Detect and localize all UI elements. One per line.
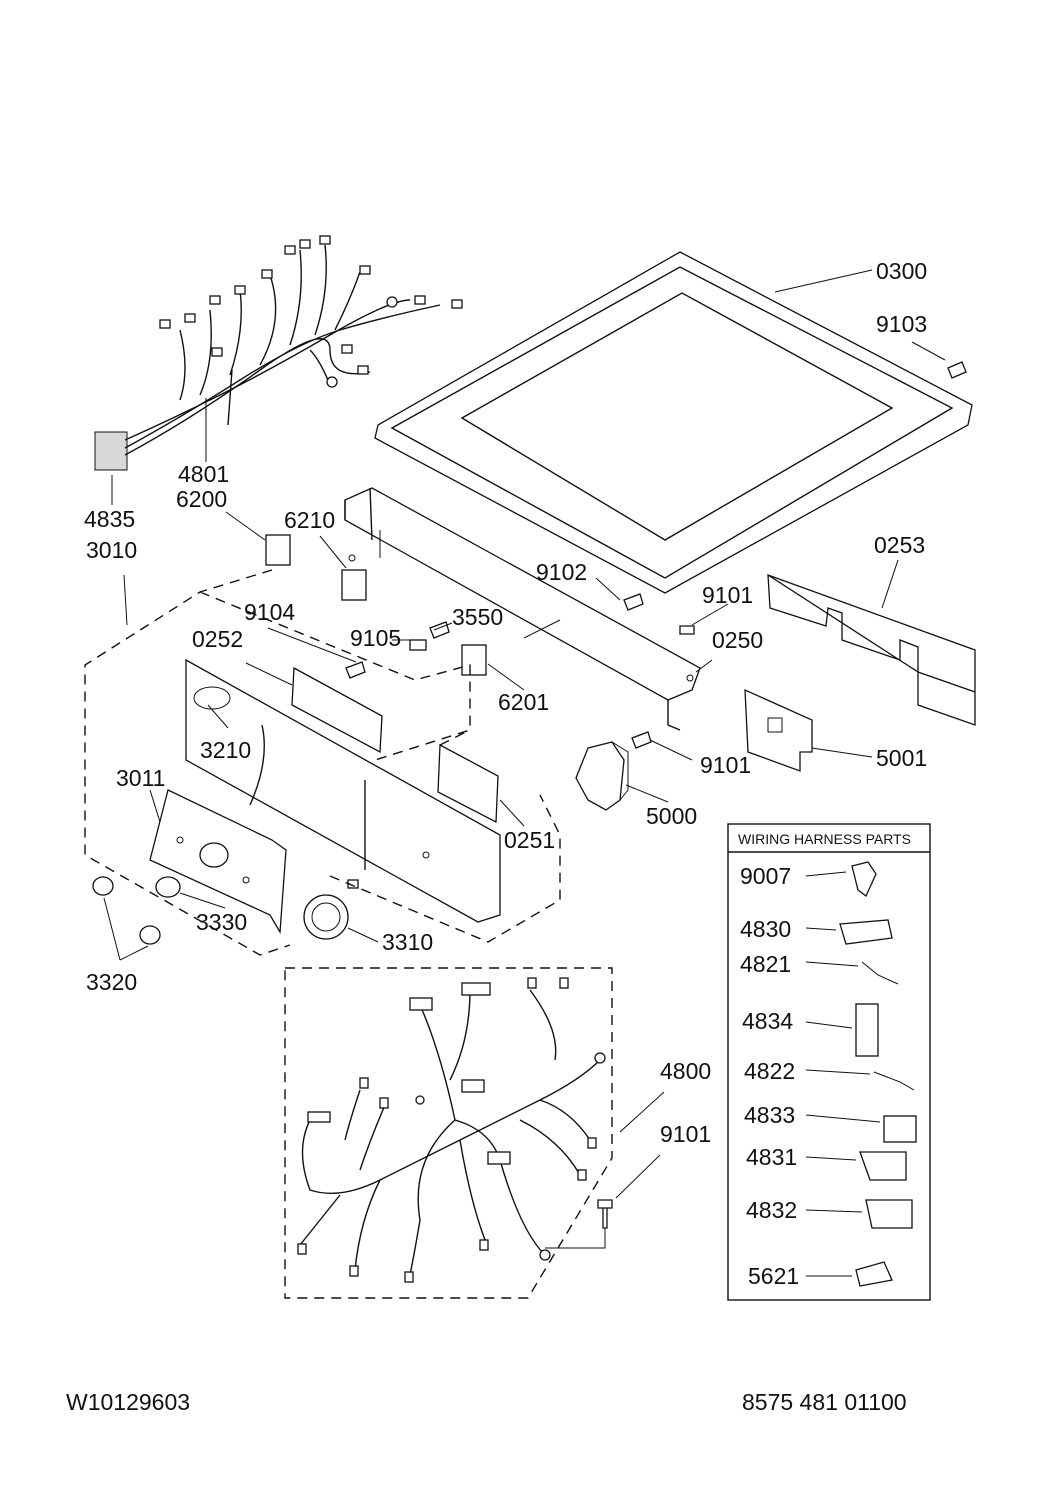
part-label: 3330 (196, 909, 247, 935)
part-label: 5000 (646, 803, 697, 829)
part-label: 4801 (178, 461, 229, 487)
button (139, 925, 161, 945)
control-board (744, 688, 813, 772)
part-label: 9101 (700, 752, 751, 778)
legend-item: 4834 (742, 1008, 793, 1034)
legend-item: 4821 (740, 951, 791, 977)
legend-item: 4832 (746, 1197, 797, 1223)
part-label: 4800 (660, 1058, 711, 1084)
top-panel (374, 251, 973, 594)
part-label: 9104 (244, 599, 295, 625)
part-label: 9105 (350, 625, 401, 651)
part-label: 9103 (876, 311, 927, 337)
part-label: 6201 (498, 689, 549, 715)
legend-item: 4830 (740, 916, 791, 942)
legend-item: 4822 (744, 1058, 795, 1084)
part-label: 6200 (176, 486, 227, 512)
screw (597, 1199, 613, 1229)
screw (947, 361, 967, 379)
part-label: 3010 (86, 537, 137, 563)
part-label: 3210 (200, 737, 251, 763)
lid-switch (575, 741, 629, 811)
part-label: 0300 (876, 258, 927, 284)
wire-harness-upper (94, 235, 463, 471)
page-code: 8575 481 01100 (742, 1389, 907, 1415)
document-number: W10129603 (66, 1389, 190, 1415)
legend-item: 5621 (748, 1263, 799, 1289)
legend-item: 9007 (740, 863, 791, 889)
rear-bracket (344, 487, 701, 731)
harness-outline (284, 967, 613, 1299)
part-label: 5001 (876, 745, 927, 771)
switch (265, 534, 291, 566)
harness-parts-box: WIRING HARNESS PARTS 9007 4830 4821 4834… (727, 823, 931, 1301)
part-label: 0250 (712, 627, 763, 653)
part-callouts: 0300 9103 4801 4835 6200 3010 6210 0253 … (84, 258, 927, 1147)
legend-item: 4831 (746, 1144, 797, 1170)
legend-item: 4833 (744, 1102, 795, 1128)
screw (623, 593, 644, 611)
part-label: 9101 (702, 582, 753, 608)
selector-knob (303, 894, 349, 940)
button (92, 876, 114, 896)
part-label: 4835 (84, 506, 135, 532)
harness-box-title: WIRING HARNESS PARTS (738, 831, 911, 847)
wire-harness-lower (297, 977, 606, 1283)
console-end-cap (149, 789, 287, 935)
screw (631, 731, 652, 749)
pcb (291, 666, 383, 754)
part-label: 9102 (536, 559, 587, 585)
assembly-outline (84, 569, 561, 956)
part-label: 9101 (660, 1121, 711, 1147)
switch (341, 569, 367, 601)
knob (155, 876, 181, 898)
part-label: 0253 (874, 532, 925, 558)
screw (429, 621, 450, 639)
leader-lines (103, 269, 946, 1199)
part-label: 3320 (86, 969, 137, 995)
switch (461, 644, 487, 676)
part-label: 3310 (382, 929, 433, 955)
part-label: 0251 (504, 827, 555, 853)
pcb (437, 743, 499, 824)
screw (345, 661, 366, 679)
console-panel (185, 658, 501, 923)
part-label: 0252 (192, 626, 243, 652)
gasket-strip (767, 573, 976, 726)
part-label: 3011 (116, 765, 165, 791)
screw (679, 625, 695, 635)
part-label: 6210 (284, 507, 335, 533)
part-label: 3550 (452, 604, 503, 630)
